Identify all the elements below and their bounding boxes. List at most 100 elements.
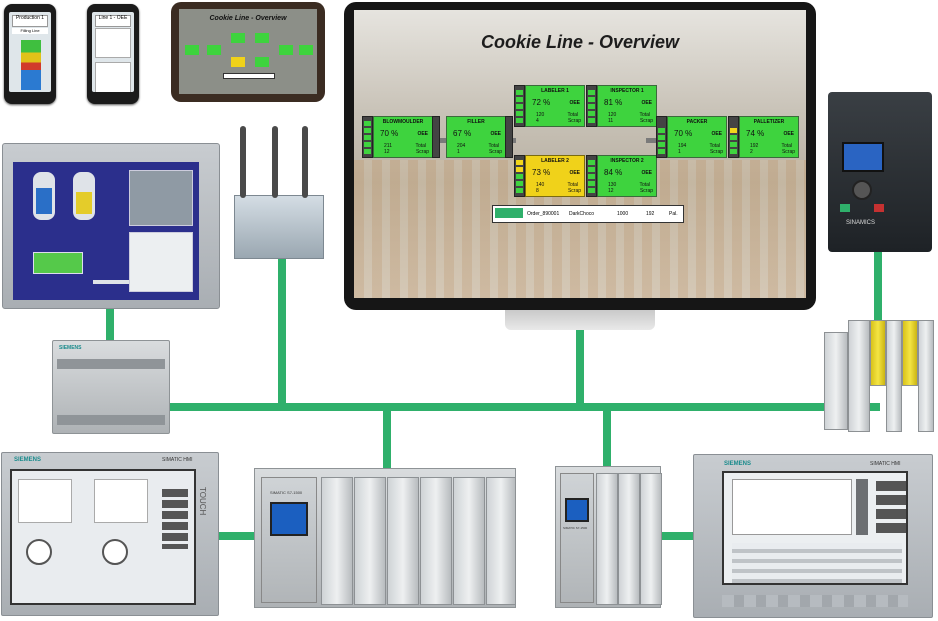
oee-label: OEE (569, 100, 580, 106)
side-menu[interactable] (876, 481, 906, 535)
level-gauge (586, 155, 597, 197)
drive-brand: SINAMICS (846, 220, 876, 226)
stop-button[interactable] (874, 204, 884, 212)
station-name: PALLETIZER (753, 119, 785, 125)
page-title: Cookie Line - Overview (480, 32, 680, 52)
order-product: DarkChoco (569, 211, 595, 217)
station-palletizer[interactable]: PALLETIZER 74 % OEE 192 2 Total Scrap (739, 116, 799, 158)
wireless-router (234, 195, 324, 259)
level-gauge (514, 85, 525, 127)
station-name: LABELER 1 (541, 88, 569, 94)
oee-label: OEE (569, 170, 580, 176)
network-link-plc2 (603, 407, 611, 469)
phone-screen: Production 1 Filling Line (9, 12, 51, 92)
tablet-station (255, 57, 269, 67)
total-label: Total (639, 112, 650, 118)
control-rows[interactable] (732, 543, 902, 583)
hmi-screen[interactable] (722, 471, 908, 585)
total-label: Total (709, 143, 720, 149)
total-label: Total (567, 112, 578, 118)
station-packer[interactable]: PACKER 70 % OEE 194 1 Total Scrap (667, 116, 727, 158)
level-gauge (586, 85, 597, 127)
compact-plc: SIEMENS (52, 340, 170, 434)
smartphone-production[interactable]: Production 1 Filling Line (4, 4, 56, 104)
scrap-label: Scrap (567, 188, 581, 194)
hmi-touch-label: TOUCH (198, 487, 207, 516)
station-blowmoulder[interactable]: BLOWMOULDER 70 % OEE 211 12 Total Scrap (373, 116, 433, 158)
total-label: Total (781, 143, 792, 149)
station-inspector-1[interactable]: INSPECTOR 1 81 % OEE 120 11 Total Scrap (597, 85, 657, 127)
tablet-order-bar (223, 73, 275, 79)
io-module (640, 473, 662, 605)
scrap-value: 12 (608, 188, 614, 194)
station-labeler-2[interactable]: LABELER 2 73 % OEE 140 8 Total Scrap (525, 155, 585, 197)
oee-percent: 81 % (604, 98, 623, 107)
side-menu[interactable] (162, 489, 188, 549)
oee-label: OEE (490, 131, 501, 137)
hmi-model: SIMATIC HMI (162, 457, 193, 463)
gauge-widget (102, 539, 128, 565)
network-link-panel (106, 305, 114, 345)
panel-pc-tank-view (2, 143, 220, 309)
hmi-brand: SIEMENS (14, 457, 42, 463)
station-name: FILLER (467, 119, 485, 125)
total-label: Total (639, 182, 650, 188)
io-module (354, 477, 386, 605)
cpu-display[interactable] (565, 498, 589, 522)
io-module (596, 473, 618, 605)
io-module (453, 477, 485, 605)
station-name: BLOWMOULDER (382, 119, 424, 125)
scrap-value: 4 (536, 118, 539, 124)
total-label: Total (567, 182, 578, 188)
io-module (486, 477, 516, 605)
panel-screen[interactable] (13, 162, 199, 300)
cpu-module: SIMATIC S7-1500 (261, 477, 317, 603)
scrap-label: Scrap (639, 118, 653, 124)
station-inspector-2[interactable]: INSPECTOR 2 84 % OEE 130 12 Total Scrap (597, 155, 657, 197)
slider-widget[interactable] (856, 479, 868, 535)
station-name: LABELER 2 (541, 158, 569, 164)
function-keys[interactable] (722, 595, 908, 607)
network-link-hmi-left (215, 532, 257, 540)
phone-subtitle: Filling Line (12, 28, 48, 34)
phone-table (95, 28, 131, 58)
network-link-plc1 (383, 407, 391, 469)
tablet-overview[interactable]: Cookie Line - Overview (171, 2, 325, 102)
hmi-screen[interactable] (10, 469, 196, 605)
io-module (918, 320, 934, 432)
monitor-cookie-line: Cookie Line - Overview BLOWMOULDER 70 % … (344, 2, 816, 310)
phone-title: Production 1 (12, 15, 48, 27)
oee-percent: 70 % (674, 129, 693, 138)
station-labeler-1[interactable]: LABELER 1 72 % OEE 120 4 Total Scrap (525, 85, 585, 127)
tablet-title: Cookie Line - Overview (209, 15, 287, 22)
monitor-screen[interactable]: Cookie Line - Overview BLOWMOULDER 70 % … (354, 10, 806, 298)
total-value: 194 (678, 143, 687, 149)
network-link-drive (874, 250, 882, 322)
oee-percent: 70 % (380, 129, 399, 138)
scrap-value: 11 (608, 118, 614, 124)
plc-brand: SIEMENS (59, 345, 82, 351)
trend-chart-widget (732, 479, 852, 535)
network-bus-main (110, 403, 880, 411)
tablet-station (185, 45, 199, 55)
tablet-screen: Cookie Line - Overview (179, 9, 317, 94)
io-module (848, 320, 870, 432)
station-filler[interactable]: FILLER 67 % OEE 204 1 Total Scrap (446, 116, 506, 158)
order-unit: Pal. (669, 211, 678, 217)
drive-knob[interactable] (852, 180, 872, 200)
trend-window (129, 170, 193, 226)
order-status-bar[interactable]: Order_890001 DarkChoco 1000 192 Pal. (492, 205, 684, 223)
plc-s7-1500-small: SIMATIC S7-1500 (555, 466, 662, 608)
order-id: Order_890001 (527, 211, 560, 217)
smartphone-oee[interactable]: Line 1 - OEE (87, 4, 139, 104)
io-module (321, 477, 353, 605)
tablet-station (231, 33, 245, 43)
cpu-label: SIMATIC S7-1500 (270, 490, 303, 495)
total-value: 192 (750, 143, 759, 149)
hmi-panel-right: SIEMENS SIMATIC HMI (693, 454, 933, 618)
start-button[interactable] (840, 204, 850, 212)
cpu-display[interactable] (270, 502, 308, 536)
scrap-label: Scrap (709, 149, 723, 155)
flow-connector (438, 138, 450, 143)
oee-percent: 74 % (746, 129, 765, 138)
